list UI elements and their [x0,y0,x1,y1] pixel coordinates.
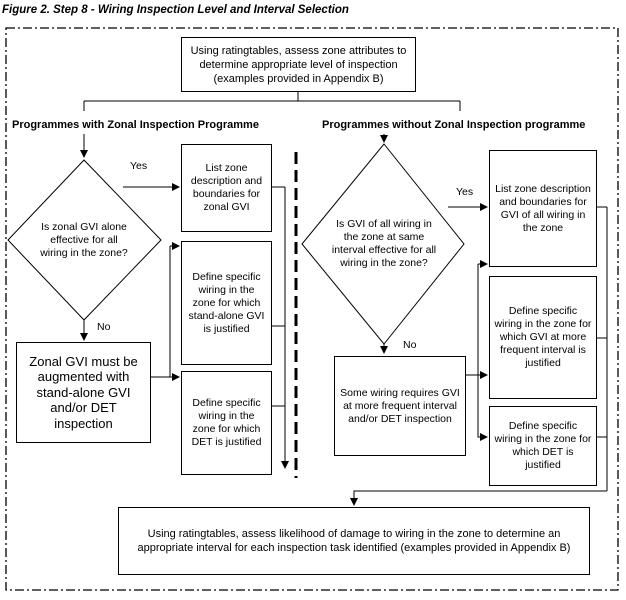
right-list-zone-box: List zone description and boundaries for… [489,150,597,267]
right-frequent-gvi-box: Define specific wiring in the zone for w… [489,276,597,399]
connector-right-some [466,264,479,376]
right-frequent-gvi-text: Define specific wiring in the zone for w… [494,305,592,369]
left-column-heading: Programmes with Zonal Inspection Program… [12,119,259,131]
assess-zone-attributes-box: Using ratingtables, assess zone attribut… [181,37,416,92]
assess-likelihood-box: Using ratingtables, assess likelihood of… [118,507,590,575]
right-some-wiring-box: Some wiring requires GVI at more frequen… [334,356,466,456]
left-standalone-gvi-text: Define specific wiring in the zone for w… [188,270,265,335]
right-list-zone-text: List zone description and boundaries for… [495,182,591,234]
left-list-zone-text: List zone description and boundaries for… [190,162,263,213]
right-det-text: Define specific wiring in the zone for w… [494,420,592,471]
left-no-label: No [97,321,111,333]
assess-zone-attributes-text: Using ratingtables, assess zone attribut… [190,44,407,85]
right-yes-label: Yes [456,186,474,198]
left-det-text: Define specific wiring in the zone for w… [191,397,262,448]
arrow-to-bottom-box [350,490,607,506]
left-det-box: Define specific wiring in the zone for w… [181,371,272,475]
left-augment-box: Zonal GVI must be augmented with stand-a… [16,342,151,443]
connector-left-augment [151,246,171,378]
left-standalone-gvi-box: Define specific wiring in the zone for w… [181,241,272,365]
figure-title: Figure 2. Step 8 - Wiring Inspection Lev… [2,4,349,16]
left-list-zone-box: List zone description and boundaries for… [181,144,272,232]
right-column-heading: Programmes without Zonal Inspection prog… [322,119,586,131]
right-decision-text: Is GVI of all wiring in the zone at same… [331,218,437,269]
outer-frame [5,27,619,591]
left-augment-text: Zonal GVI must be augmented with stand-a… [29,353,138,431]
right-some-wiring-text: Some wiring requires GVI at more frequen… [340,386,460,425]
assess-likelihood-text: Using ratingtables, assess likelihood of… [137,527,571,555]
left-yes-label: Yes [130,160,148,172]
right-no-label: No [403,339,417,351]
left-decision-text: Is zonal GVI alone effective for all wir… [40,220,128,259]
right-det-box: Define specific wiring in the zone for w… [489,406,597,486]
connector-right-det-lower [477,375,488,441]
